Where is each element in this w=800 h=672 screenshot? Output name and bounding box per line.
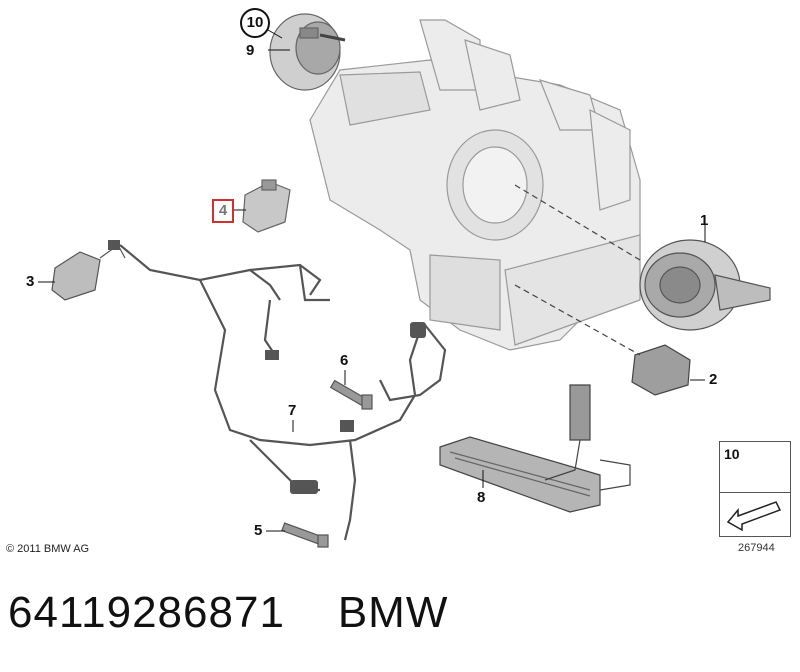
callout-2: 2 [709,371,718,388]
callout-10: 10 [240,8,270,38]
arrow-icon [726,501,782,532]
callout-7: 7 [288,402,297,419]
copyright-notice: © 2011 BMW AG [6,543,90,555]
wiring-harness-7 [119,244,447,541]
callout-1: 1 [700,212,709,229]
inset-panel: 10 [719,441,791,537]
blower-motor-1 [639,239,771,331]
sensor-6 [329,379,373,410]
parts-diagram [38,13,779,548]
leader-10 [267,29,283,39]
inset-label: 10 [724,446,740,462]
electric-heater-8 [439,384,631,513]
assembly-guides [514,184,641,356]
callout-6: 6 [340,352,349,369]
caption-spacer [285,588,338,637]
brand-name: BMW [337,588,449,637]
actuator-4 [242,179,291,233]
callout-4-highlighted: 4 [212,199,234,223]
inset-top-cell: 10 [720,442,790,493]
actuator-motor-9 [269,13,346,91]
callout-9: 9 [246,42,255,59]
diagram-number: 267944 [738,542,775,554]
part-number: 64119286871 [8,588,285,637]
sensor-5 [281,522,329,548]
footer-caption: 64119286871 BMW [8,588,448,638]
callout-8: 8 [477,489,486,506]
callout-3: 3 [26,273,35,290]
harness-connectors [108,240,426,494]
sensor-3 [51,244,126,301]
blower-resistor-2 [631,344,691,396]
exploded-view-drawing [38,13,779,548]
callout-5: 5 [254,522,263,539]
hvac-housing [309,19,641,351]
